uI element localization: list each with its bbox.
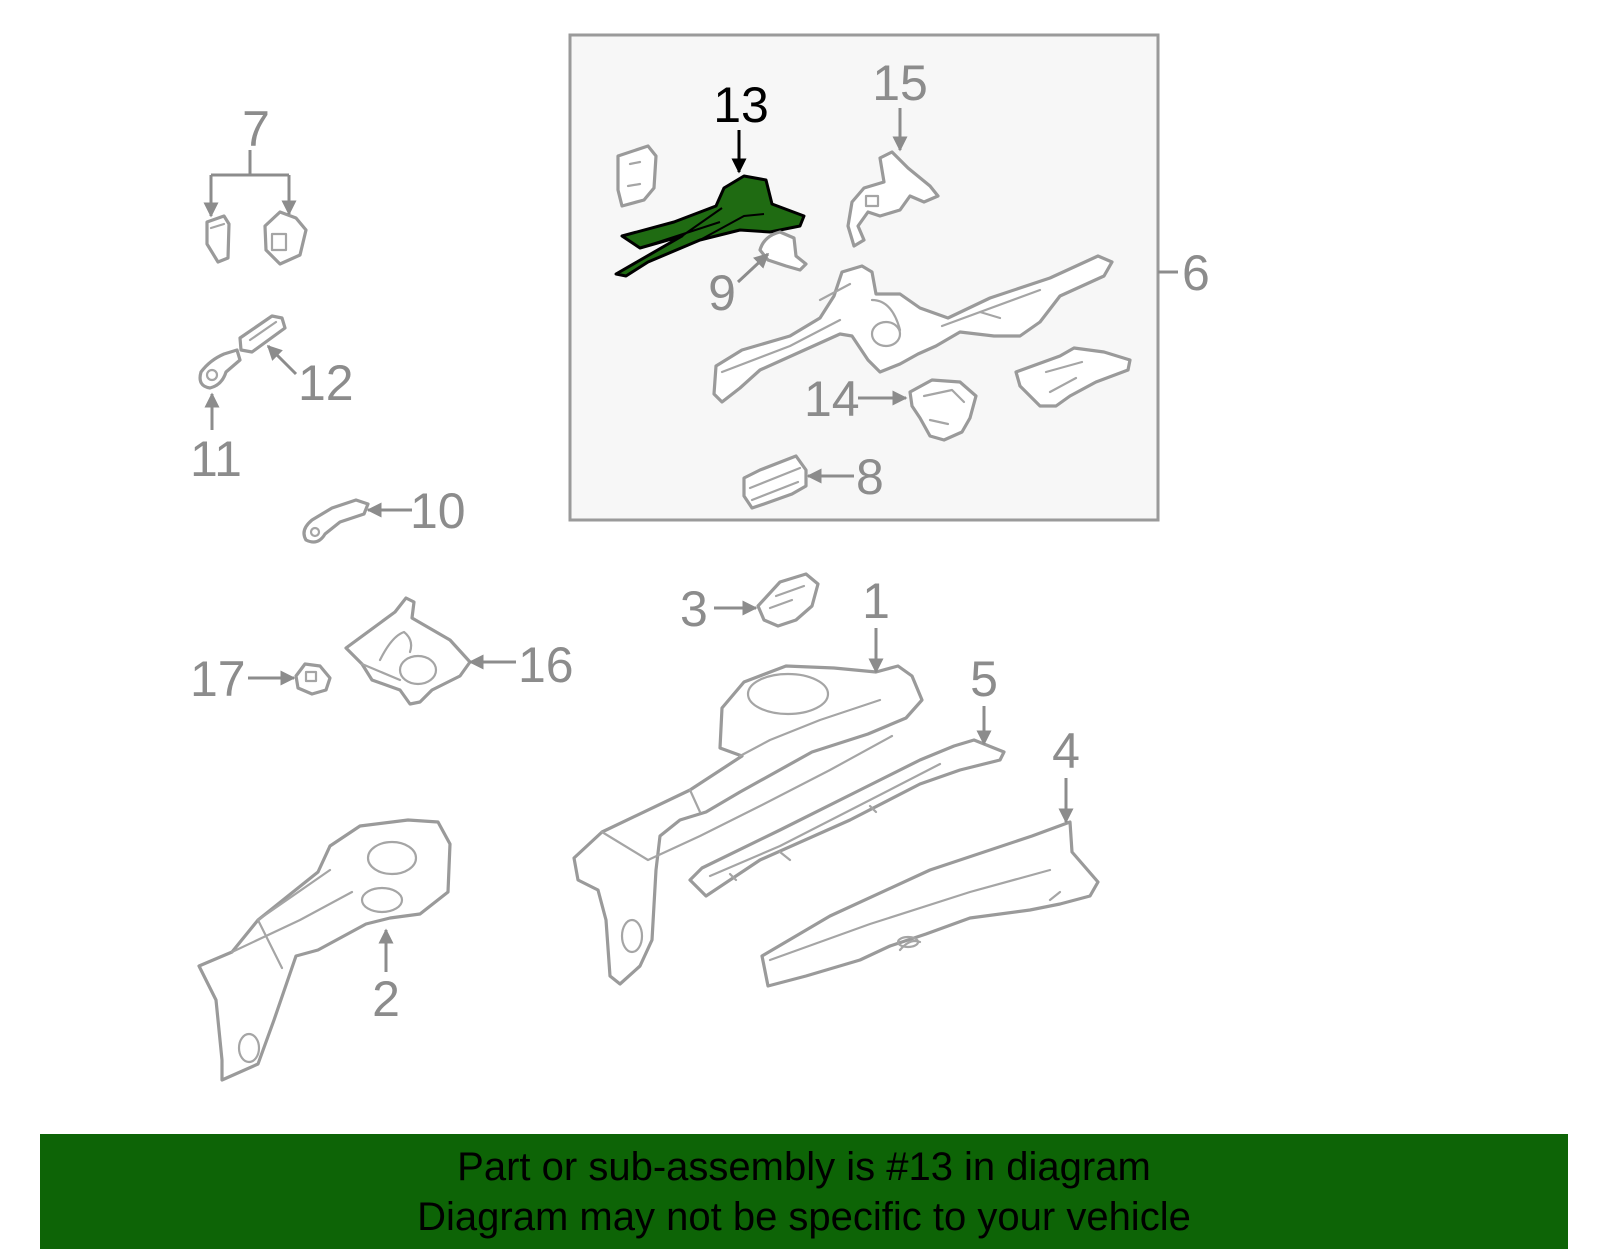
part-3-bracket[interactable] bbox=[756, 572, 820, 628]
banner-line-part-number: Part or sub-assembly is #13 in diagram bbox=[457, 1144, 1151, 1189]
callout-11: 11 bbox=[190, 431, 242, 487]
callout-8: 8 bbox=[856, 449, 884, 505]
callout-16: 16 bbox=[518, 637, 574, 693]
part-9-bracket[interactable] bbox=[758, 230, 808, 272]
callout-4: 4 bbox=[1052, 723, 1080, 779]
banner-line-disclaimer: Diagram may not be specific to your vehi… bbox=[417, 1194, 1191, 1239]
callout-6: 6 bbox=[1182, 245, 1210, 301]
callout-9: 9 bbox=[708, 265, 736, 321]
part-1-front-rail[interactable] bbox=[572, 664, 924, 986]
part-17-nut[interactable] bbox=[294, 662, 332, 696]
info-banner: Part or sub-assembly is #13 in diagram D… bbox=[40, 1134, 1568, 1249]
part-10-bracket[interactable] bbox=[302, 498, 370, 544]
callout-5: 5 bbox=[970, 651, 998, 707]
part-12-bracket[interactable] bbox=[238, 314, 287, 354]
part-4-side-rail[interactable] bbox=[760, 820, 1100, 988]
leader-9 bbox=[736, 252, 770, 284]
callout-10: 10 bbox=[410, 483, 466, 539]
part-5-reinforcement[interactable] bbox=[688, 738, 1006, 898]
part-6-cradle-crossmember[interactable] bbox=[712, 254, 1114, 404]
callout-3: 3 bbox=[680, 581, 708, 637]
part-11-clip[interactable] bbox=[198, 348, 242, 390]
callout-14: 14 bbox=[804, 371, 860, 427]
leader-12 bbox=[266, 344, 298, 376]
callout-1: 1 bbox=[862, 573, 890, 629]
part-15-bracket[interactable] bbox=[846, 150, 940, 248]
leader-7 bbox=[209, 150, 289, 216]
part-16-mount[interactable] bbox=[344, 596, 472, 706]
callout-7: 7 bbox=[242, 101, 270, 157]
part-7-bracket-right[interactable] bbox=[263, 210, 308, 266]
part-inset-vertical-bracket[interactable] bbox=[616, 144, 658, 208]
callout-15: 15 bbox=[872, 55, 928, 111]
part-inset-side-bracket[interactable] bbox=[1014, 346, 1132, 408]
part-2-apron-rail[interactable] bbox=[197, 818, 452, 1082]
callout-12: 12 bbox=[298, 355, 354, 411]
callout-13: 13 bbox=[713, 77, 769, 133]
part-14-bracket[interactable] bbox=[908, 378, 978, 442]
callout-2: 2 bbox=[372, 971, 400, 1027]
part-13-highlighted-bracket[interactable] bbox=[614, 174, 806, 278]
part-7-bracket-left[interactable] bbox=[205, 214, 231, 264]
callout-17: 17 bbox=[190, 651, 246, 707]
part-8-channel[interactable] bbox=[742, 454, 808, 510]
